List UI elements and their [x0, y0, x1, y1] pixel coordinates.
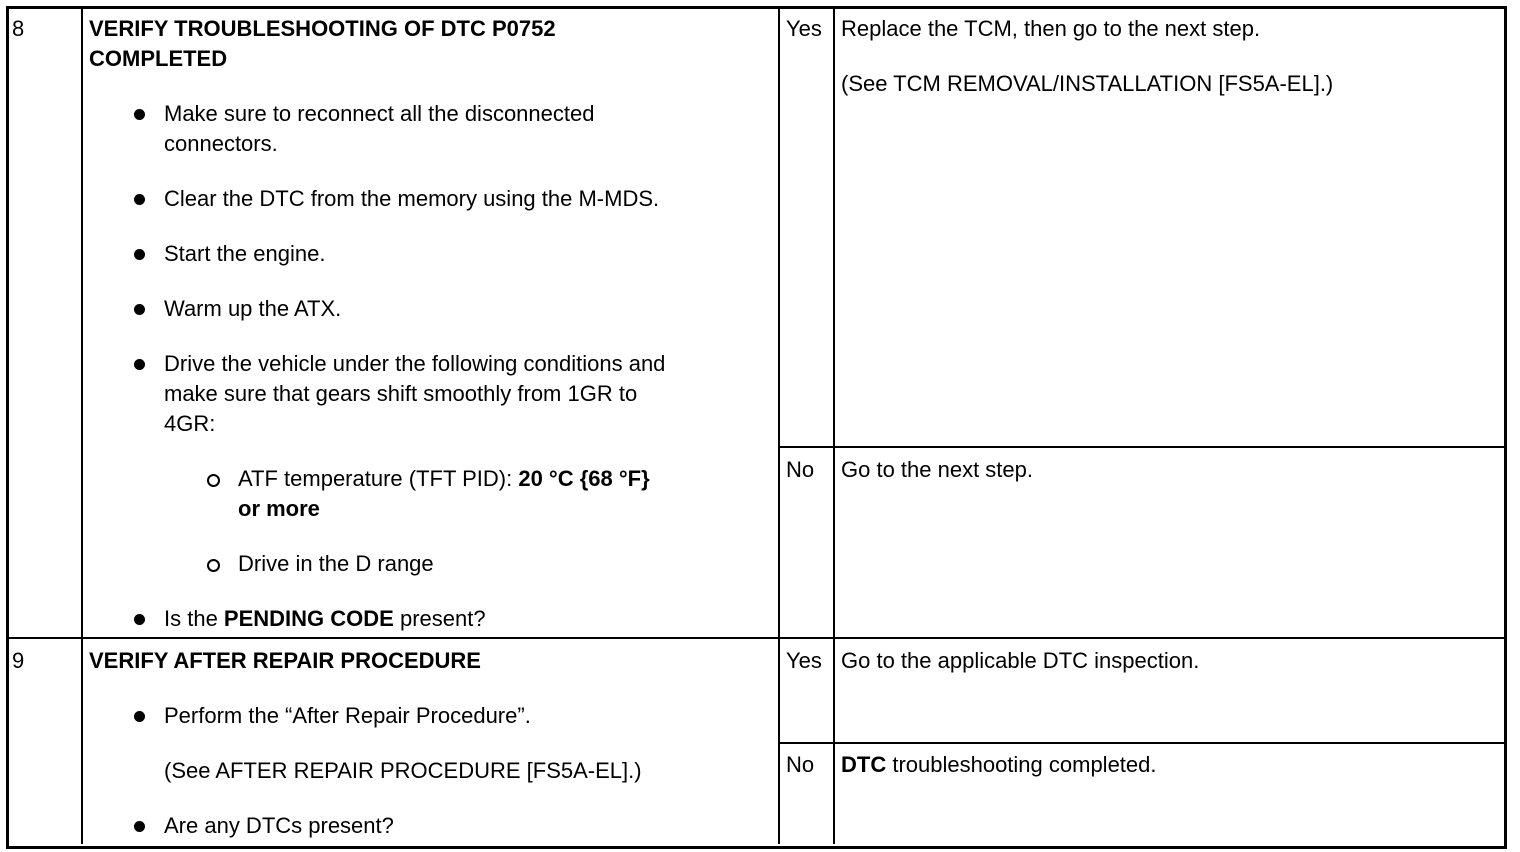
- sub-bullet-icon: [207, 559, 220, 572]
- sub-bullet-icon: [207, 474, 220, 487]
- bullet-icon: [134, 821, 145, 832]
- list-item-reference: (See AFTER REPAIR PROCEDURE [FS5A-EL].): [164, 758, 642, 783]
- no-action: Go to the next step.: [841, 457, 1034, 482]
- atf-value: 20 °C {68 °F}: [518, 466, 650, 491]
- sub-list-item: or more: [238, 496, 320, 521]
- list-item: 4GR:: [164, 411, 216, 436]
- divider-row8-yes-no: [779, 446, 1505, 448]
- bullet-icon: [134, 711, 145, 722]
- step-number: 9: [12, 648, 25, 673]
- yes-label: Yes: [786, 648, 822, 673]
- atf-label: ATF temperature (TFT PID):: [238, 466, 519, 491]
- list-item: connectors.: [164, 131, 278, 156]
- list-item: Clear the DTC from the memory using the …: [164, 186, 660, 211]
- divider-step-col: [81, 8, 83, 844]
- divider-action-col: [778, 8, 780, 844]
- no-action: DTC troubleshooting completed.: [841, 750, 1157, 780]
- yes-action: Replace the TCM, then go to the next ste…: [841, 16, 1261, 41]
- dtc-term: DTC: [841, 752, 887, 777]
- bullet-icon: [134, 194, 145, 205]
- list-item: Warm up the ATX.: [164, 296, 342, 321]
- list-item: Drive the vehicle under the following co…: [164, 351, 666, 376]
- list-item: Perform the “After Repair Procedure”.: [164, 703, 531, 728]
- step-number: 8: [12, 16, 25, 41]
- sub-list-item: ATF temperature (TFT PID): 20 °C {68 °F}: [238, 464, 650, 494]
- bullet-icon: [134, 249, 145, 260]
- pending-prefix: Is the: [164, 606, 224, 631]
- yes-action: Go to the applicable DTC inspection.: [841, 648, 1200, 673]
- bullet-icon: [134, 614, 145, 625]
- no-label: No: [786, 752, 815, 777]
- list-item: make sure that gears shift smoothly from…: [164, 381, 638, 406]
- no-action-rest: troubleshooting completed.: [886, 752, 1157, 777]
- divider-answer-col: [833, 8, 835, 844]
- pending-suffix: present?: [393, 606, 486, 631]
- table-border: [6, 6, 1507, 849]
- divider-row9-yes-no: [779, 742, 1505, 744]
- bullet-icon: [134, 359, 145, 370]
- step-title: COMPLETED: [89, 46, 228, 71]
- sub-list-item: Drive in the D range: [238, 551, 434, 576]
- step-title: VERIFY AFTER REPAIR PROCEDURE: [89, 648, 481, 673]
- step-title: VERIFY TROUBLESHOOTING OF DTC P0752: [89, 16, 556, 41]
- yes-label: Yes: [786, 16, 822, 41]
- divider-row8-row9: [8, 637, 1505, 639]
- no-label: No: [786, 457, 815, 482]
- bullet-icon: [134, 304, 145, 315]
- list-item: Are any DTCs present?: [164, 813, 394, 838]
- list-item: Make sure to reconnect all the disconnec…: [164, 101, 595, 126]
- pending-code: PENDING CODE: [223, 606, 394, 631]
- yes-reference: (See TCM REMOVAL/INSTALLATION [FS5A-EL].…: [841, 71, 1334, 96]
- list-item: Start the engine.: [164, 241, 326, 266]
- bullet-icon: [134, 109, 145, 120]
- list-item: Is the PENDING CODE present?: [164, 604, 486, 634]
